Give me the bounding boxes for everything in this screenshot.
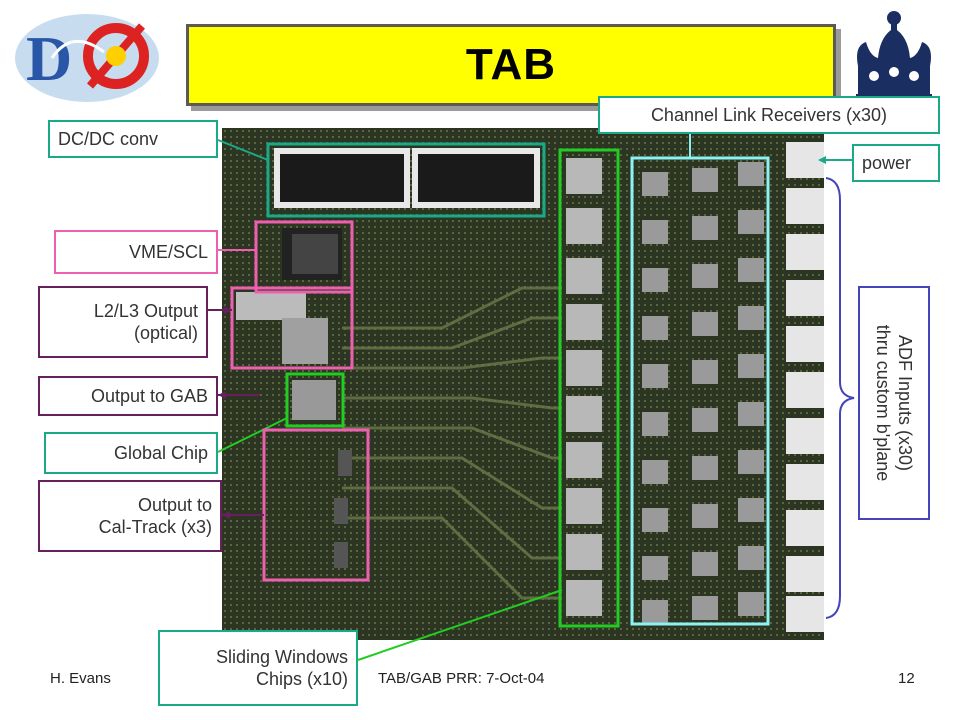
label-adf: ADF Inputs (x30) thru custom b'plane xyxy=(858,286,930,520)
label-caltrack-line2: Cal-Track (x3) xyxy=(98,517,212,537)
label-sliding-line1: Sliding Windows xyxy=(215,647,348,667)
label-l2l3-line1: L2/L3 Output xyxy=(93,301,198,321)
footer-meeting: TAB/GAB PRR: 7-Oct-04 xyxy=(378,670,545,687)
label-l2l3: L2/L3 Output (optical) xyxy=(38,286,208,358)
label-caltrack-line1: Output to xyxy=(137,495,212,515)
label-gab-text: Output to GAB xyxy=(90,386,208,406)
label-sliding-line2: Chips (x10) xyxy=(255,669,348,689)
label-l2l3-line2: (optical) xyxy=(133,323,198,343)
sliding-highlight xyxy=(558,148,620,628)
label-dcdc-text: DC/DC conv xyxy=(58,129,159,149)
label-channel-link: Channel Link Receivers (x30) xyxy=(598,96,940,134)
global-highlight xyxy=(285,372,345,428)
label-vme: VME/SCL xyxy=(54,230,218,274)
label-vme-text: VME/SCL xyxy=(128,242,208,262)
l2l3-highlight xyxy=(230,286,354,370)
label-caltrack: Output to Cal-Track (x3) xyxy=(38,480,222,552)
label-channel-link-text: Channel Link Receivers (x30) xyxy=(650,105,888,125)
label-global-text: Global Chip xyxy=(113,443,208,463)
footer-page-number: 12 xyxy=(898,670,915,687)
vme-highlight xyxy=(254,220,354,294)
caltrack-highlight xyxy=(262,428,370,582)
svg-text:D: D xyxy=(26,23,72,94)
dcdc-highlight xyxy=(266,142,546,218)
label-gab: Output to GAB xyxy=(38,376,218,416)
d0-logo: D xyxy=(12,8,162,106)
footer-author: H. Evans xyxy=(50,670,111,687)
title-box: TAB xyxy=(186,24,836,106)
label-adf-line2: thru custom b'plane xyxy=(873,324,893,482)
label-sliding: Sliding Windows Chips (x10) xyxy=(158,630,358,706)
label-adf-line1: ADF Inputs (x30) xyxy=(895,334,915,472)
adf-brace xyxy=(825,177,855,619)
label-power: power xyxy=(852,144,940,182)
board-photo xyxy=(222,128,824,640)
label-dcdc: DC/DC conv xyxy=(48,120,218,158)
slide-title: TAB xyxy=(465,40,557,89)
label-global: Global Chip xyxy=(44,432,218,474)
channel-link-highlight xyxy=(630,156,770,626)
label-power-text: power xyxy=(862,153,912,173)
label-adf-rotated: ADF Inputs (x30) thru custom b'plane xyxy=(872,288,916,518)
